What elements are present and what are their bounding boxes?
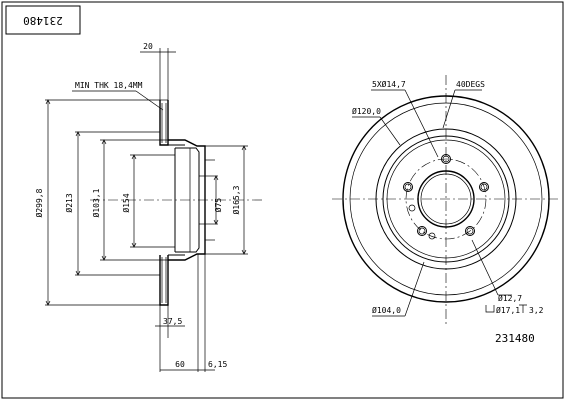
side-section-view: Ø299,8 Ø213 Ø103,1 Ø154 Ø75 Ø165,3 20 MI… xyxy=(34,42,265,372)
dia-165-3-label: Ø165,3 xyxy=(231,185,241,214)
dia-213-label: Ø213 xyxy=(64,193,74,212)
part-number-rotated-box: 231480 xyxy=(5,5,81,35)
dia-299-8-label: Ø299,8 xyxy=(34,188,44,217)
angle-40-label: 40DEGS xyxy=(456,80,485,89)
part-number: 231480 xyxy=(495,332,535,345)
dim-37-5-label: 37,5 xyxy=(163,317,182,326)
dia-17-1-label: Ø17,1 xyxy=(496,305,520,315)
dia-75-label: Ø75 xyxy=(213,198,223,213)
holes-5x-label: 5XØ14,7 xyxy=(372,79,406,89)
dim-20-label: 20 xyxy=(143,42,153,51)
dia-104-label: Ø104,0 xyxy=(372,305,401,315)
dia-103-1-label: Ø103,1 xyxy=(91,188,101,217)
counterbore-icon xyxy=(485,305,495,313)
dim-60-label: 60 xyxy=(175,360,185,369)
min-thickness-label: MIN THK 18,4MM xyxy=(75,81,143,90)
dim-6-15-label: 6,15 xyxy=(208,360,227,369)
part-number-rotated: 231480 xyxy=(23,14,63,27)
dia-12-7-label: Ø12,7 xyxy=(498,293,522,303)
bolt-holes xyxy=(403,154,489,236)
front-view: 5XØ14,7 40DEGS Ø120,0 Ø104,0 Ø12,7 Ø17,1… xyxy=(332,75,560,325)
depth-3-2-label: 3,2 xyxy=(529,306,544,315)
dia-120-label: Ø120,0 xyxy=(352,106,381,116)
depth-icon xyxy=(519,304,527,313)
dia-154-label: Ø154 xyxy=(121,193,131,212)
